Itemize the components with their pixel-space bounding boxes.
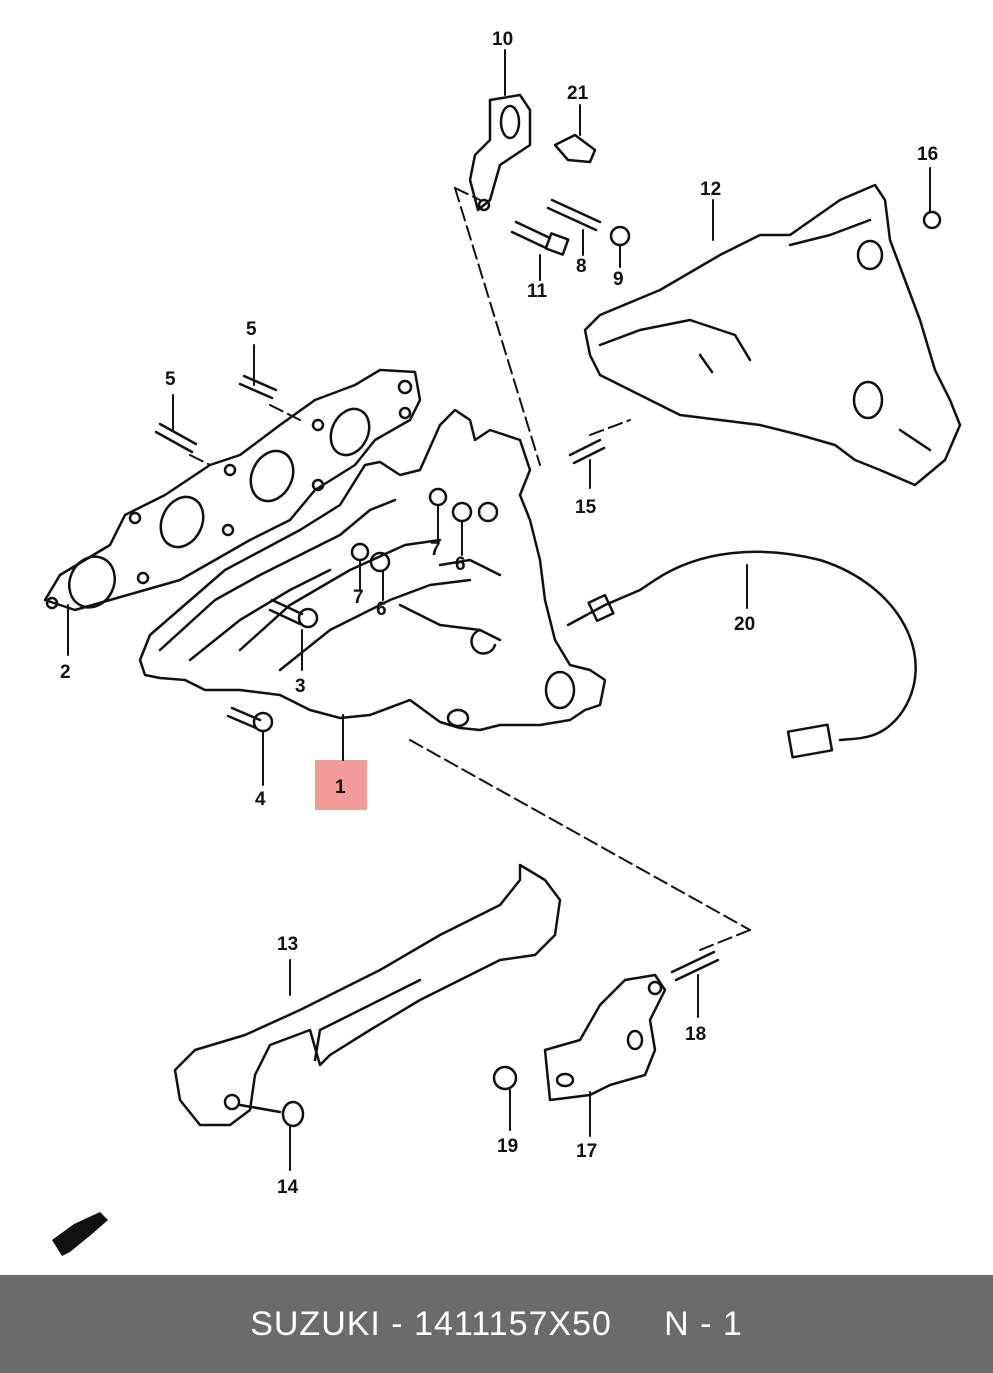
stud-5-icon (154, 374, 278, 454)
footer-bar: SUZUKI - 1411157X50 N - 1 (0, 1275, 993, 1373)
dashed-guide-lines (189, 187, 751, 951)
fasteners-8-9-11-icon (510, 198, 631, 256)
callout-17: 17 (576, 1141, 597, 1162)
callout-16: 16 (917, 144, 938, 165)
callout-21: 21 (567, 83, 589, 104)
nut-19-icon (492, 1065, 518, 1091)
sensor-21-icon (553, 133, 597, 164)
callout-19: 19 (497, 1136, 518, 1157)
callout-2: 2 (60, 662, 71, 683)
callout-14: 14 (277, 1177, 299, 1198)
callout-7-lower: 7 (353, 587, 364, 608)
callout-6-upper: 6 (455, 554, 466, 575)
callout-13: 13 (277, 934, 298, 955)
bracket-17 (543, 973, 667, 1102)
exhaust-manifold (138, 408, 607, 732)
oxygen-sensor-20 (566, 550, 917, 759)
callout-1: 1 (335, 777, 346, 798)
exhaust-gasket (43, 368, 422, 612)
stud-18-icon (670, 950, 720, 982)
callout-7-upper: 7 (430, 539, 441, 560)
part-number-caption: SUZUKI - 1411157X50 N - 1 (250, 1304, 743, 1343)
callout-12: 12 (700, 179, 721, 200)
callout-3: 3 (295, 676, 306, 697)
callout-labels: 1 2 3 4 5 5 6 6 7 7 8 9 10 11 12 13 14 1… (60, 29, 938, 1198)
callout-5-upper: 5 (246, 319, 257, 340)
callout-6-lower: 6 (376, 599, 387, 620)
callout-18: 18 (685, 1024, 706, 1045)
callout-4: 4 (255, 789, 266, 810)
bracket-10 (468, 93, 532, 212)
callout-leaders (67, 49, 931, 1171)
callout-15: 15 (575, 497, 597, 518)
callout-8: 8 (576, 256, 587, 277)
nut-16-icon (922, 210, 942, 230)
heat-shield-12 (583, 183, 962, 487)
exhaust-manifold-diagram: 1 2 3 4 5 5 6 6 7 7 8 9 10 11 12 13 14 1… (43, 29, 962, 1256)
bolt-3-icon (268, 598, 319, 629)
callout-10: 10 (492, 29, 513, 50)
stiffener-bracket-13 (173, 863, 562, 1127)
stud-15-icon (568, 438, 606, 465)
callout-11: 11 (527, 281, 548, 302)
callout-5-lower: 5 (165, 369, 176, 390)
part-1-highlight (315, 760, 367, 810)
bolt-4-icon (226, 706, 274, 733)
callout-20: 20 (734, 614, 755, 635)
bolt-14-icon (238, 1100, 305, 1128)
front-direction-arrow-icon (52, 1212, 108, 1256)
callout-9: 9 (613, 269, 624, 290)
